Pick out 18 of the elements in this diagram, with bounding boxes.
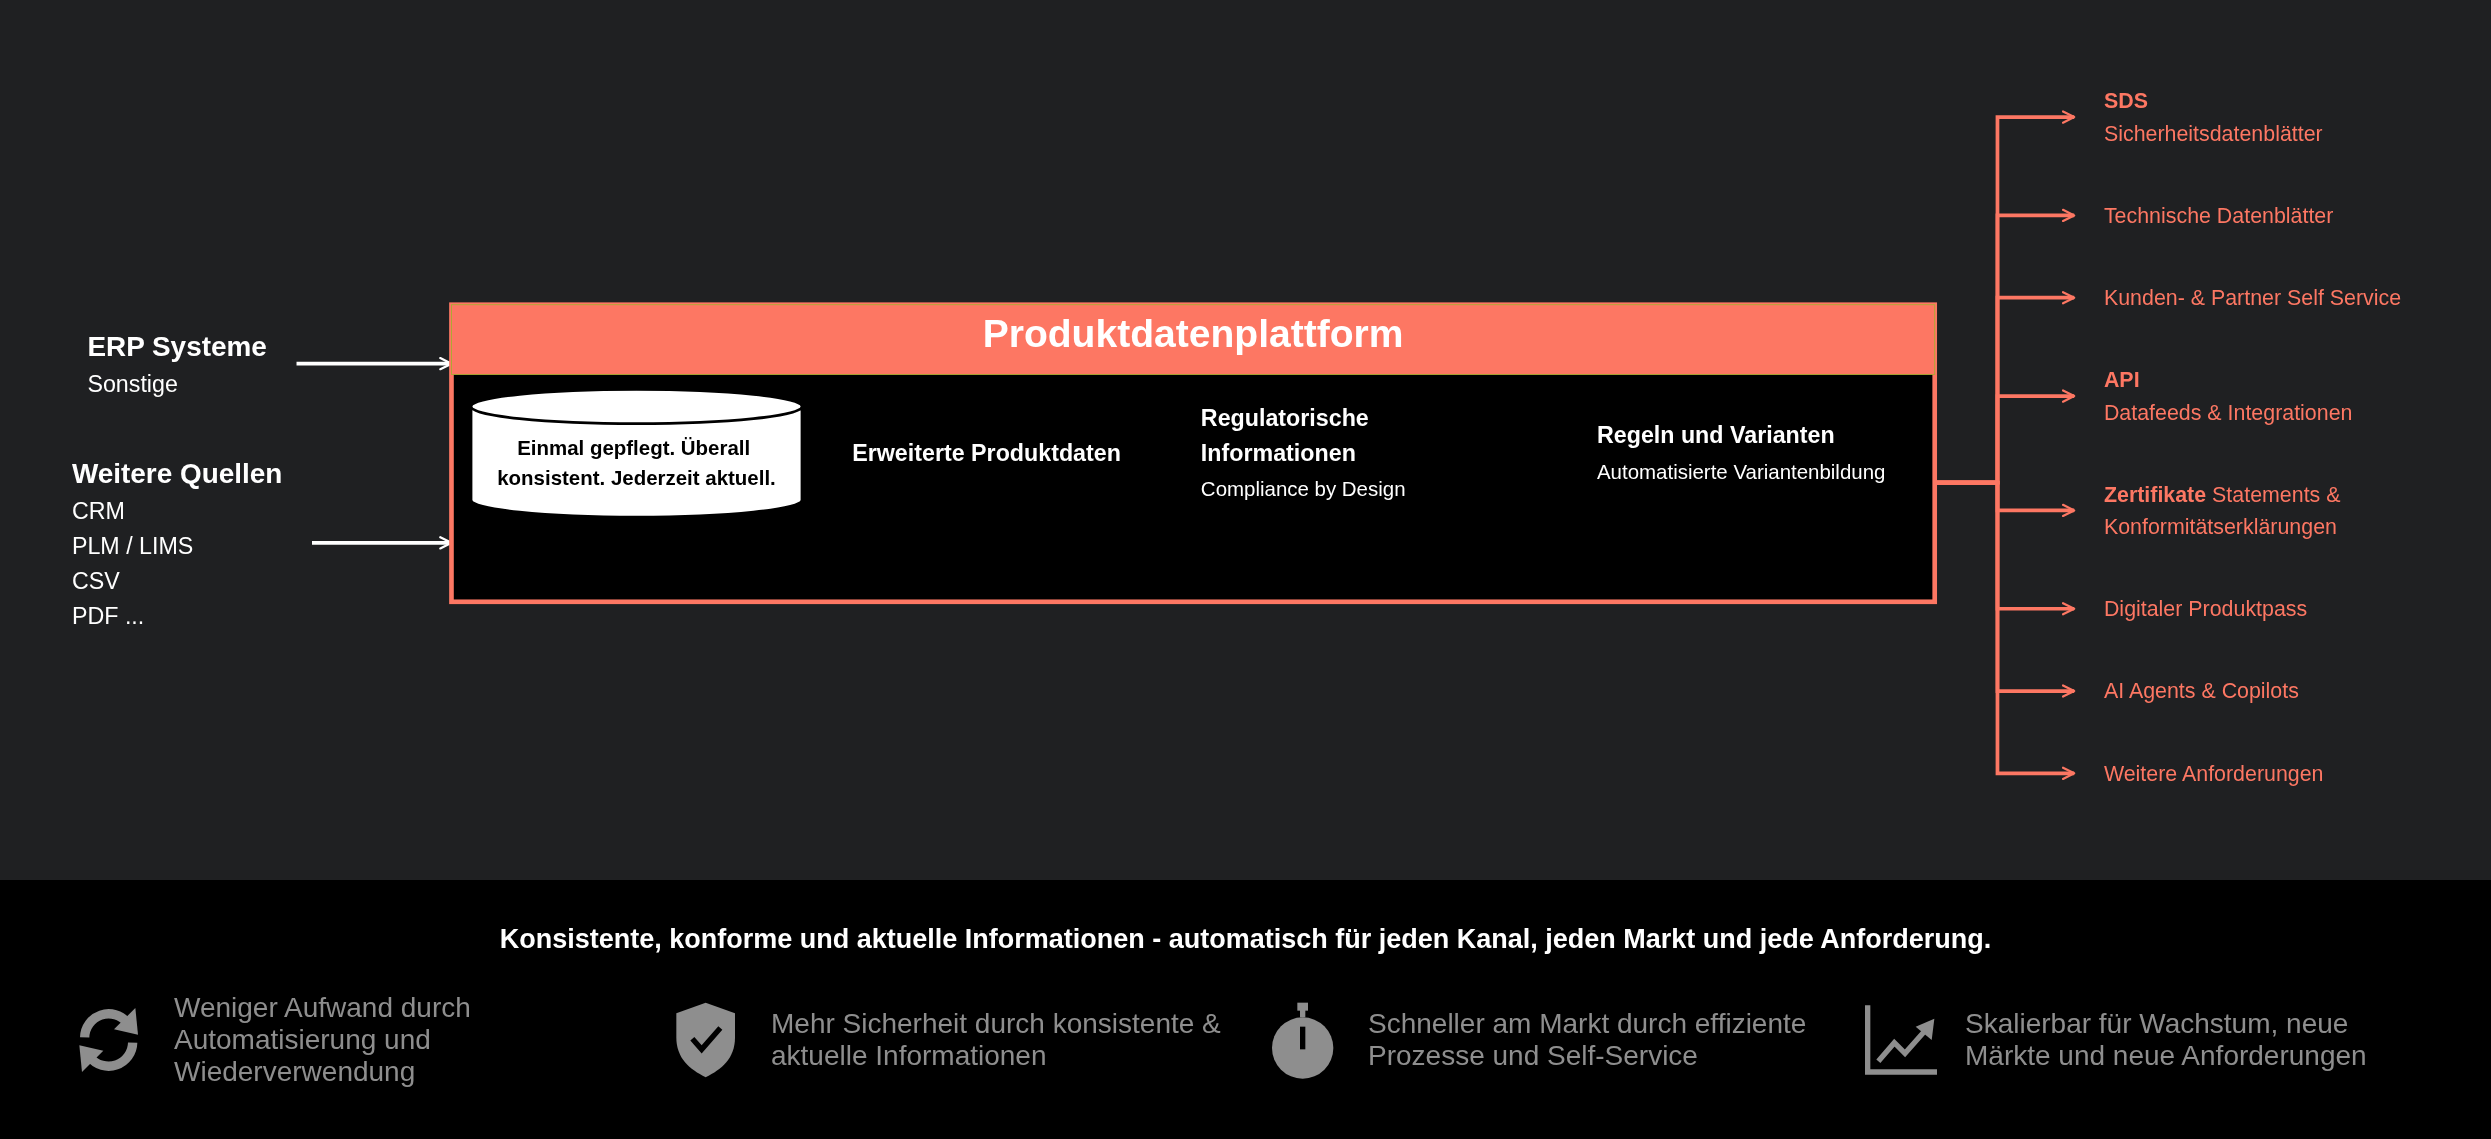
- caption: Konsistente, konforme und aktuelle Informationen - automatisch für jeden Kanal, jeden Markt und jede Anforderung.: [498, 924, 1993, 955]
- node-text: Regeln und Varianten Automatisierte Variantenbildung: [1596, 422, 1885, 484]
- node-text: ERP Systeme Sonstige: [86, 331, 267, 398]
- node-text: Technische Datenblätter: [2103, 203, 2333, 228]
- node-text: AI Agents & Copilots: [2103, 679, 2299, 704]
- benefit-text: Mehr Sicherheit durch konsistente & aktuelle Informationen: [771, 1008, 1222, 1073]
- node-text: SDS Sicherheitsdatenblätter: [2103, 89, 2323, 146]
- node-text: Digitaler Produktpass: [2103, 596, 2307, 621]
- node-text: Weitere Quellen CRM PLM / LIMS CSV PDF ...: [71, 458, 282, 629]
- node-text: Erweiterte Produktdaten: [851, 439, 1121, 466]
- node-text: Regulatorische Informationen Compliance by Design: [1200, 404, 1406, 501]
- benefit-text: Skalierbar für Wachstum, neue Märkte und neue Anforderungen: [1965, 1008, 2368, 1073]
- node-text: Weitere Anforderungen: [2103, 761, 2323, 786]
- node-text: API Datafeeds & Integrationen: [2103, 368, 2352, 425]
- node-text: Kunden- & Partner Self Service: [2103, 285, 2401, 310]
- benefit-text: Weniger Aufwand durch Automatisierung und Wiederverwendung: [174, 992, 472, 1089]
- benefit-text: Schneller am Markt durch effiziente Prozesse und Self-Service: [1368, 1008, 1808, 1073]
- node-text: Zertifikate Statements & Konformitätserklärungen: [2103, 482, 2340, 539]
